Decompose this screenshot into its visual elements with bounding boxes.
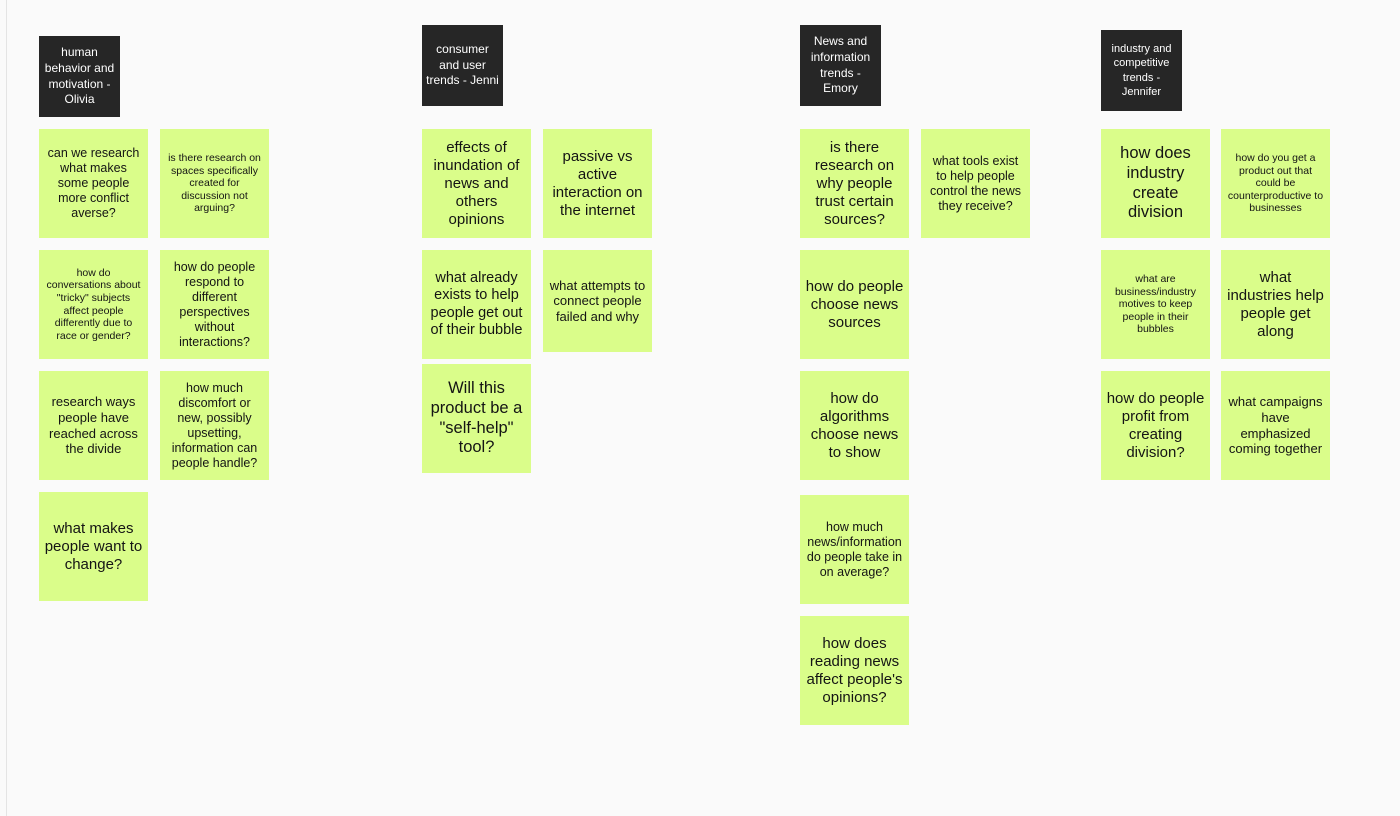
sticky-note[interactable]: what are business/industry motives to ke… <box>1101 250 1210 359</box>
sticky-note[interactable]: effects of inundation of news and others… <box>422 129 531 238</box>
board-left-edge <box>6 0 7 816</box>
sticky-note[interactable]: research ways people have reached across… <box>39 371 148 480</box>
sticky-note[interactable]: how do people respond to different persp… <box>160 250 269 359</box>
sticky-note[interactable]: how much discomfort or new, possibly ups… <box>160 371 269 480</box>
sticky-note[interactable]: is there research on spaces specifically… <box>160 129 269 238</box>
sticky-note[interactable]: how does reading news affect people's op… <box>800 616 909 725</box>
sticky-note[interactable]: what industries help people get along <box>1221 250 1330 359</box>
sticky-note[interactable]: passive vs active interaction on the int… <box>543 129 652 238</box>
sticky-note[interactable]: what attempts to connect people failed a… <box>543 250 652 352</box>
sticky-note[interactable]: how does industry create division <box>1101 129 1210 238</box>
sticky-note[interactable]: what tools exist to help people control … <box>921 129 1030 238</box>
sticky-note[interactable]: can we research what makes some people m… <box>39 129 148 238</box>
sticky-note[interactable]: what already exists to help people get o… <box>422 250 531 359</box>
column-header-human-behavior[interactable]: human behavior and motivation - Olivia <box>39 36 120 117</box>
sticky-note[interactable]: what campaigns have emphasized coming to… <box>1221 371 1330 480</box>
column-header-consumer-trends[interactable]: consumer and user trends - Jenni <box>422 25 503 106</box>
sticky-note[interactable]: how do conversations about "tricky" subj… <box>39 250 148 359</box>
sticky-note[interactable]: how do algorithms choose news to show <box>800 371 909 480</box>
sticky-note[interactable]: how do people profit from creating divis… <box>1101 371 1210 480</box>
sticky-note[interactable]: how much news/information do people take… <box>800 495 909 604</box>
sticky-note[interactable]: how do people choose news sources <box>800 250 909 359</box>
sticky-note[interactable]: Will this product be a "self-help" tool? <box>422 364 531 473</box>
sticky-note[interactable]: how do you get a product out that could … <box>1221 129 1330 238</box>
sticky-note[interactable]: what makes people want to change? <box>39 492 148 601</box>
column-header-news-trends[interactable]: News and information trends - Emory <box>800 25 881 106</box>
column-header-industry-trends[interactable]: industry and competitive trends - Jennif… <box>1101 30 1182 111</box>
sticky-note[interactable]: is there research on why people trust ce… <box>800 129 909 238</box>
